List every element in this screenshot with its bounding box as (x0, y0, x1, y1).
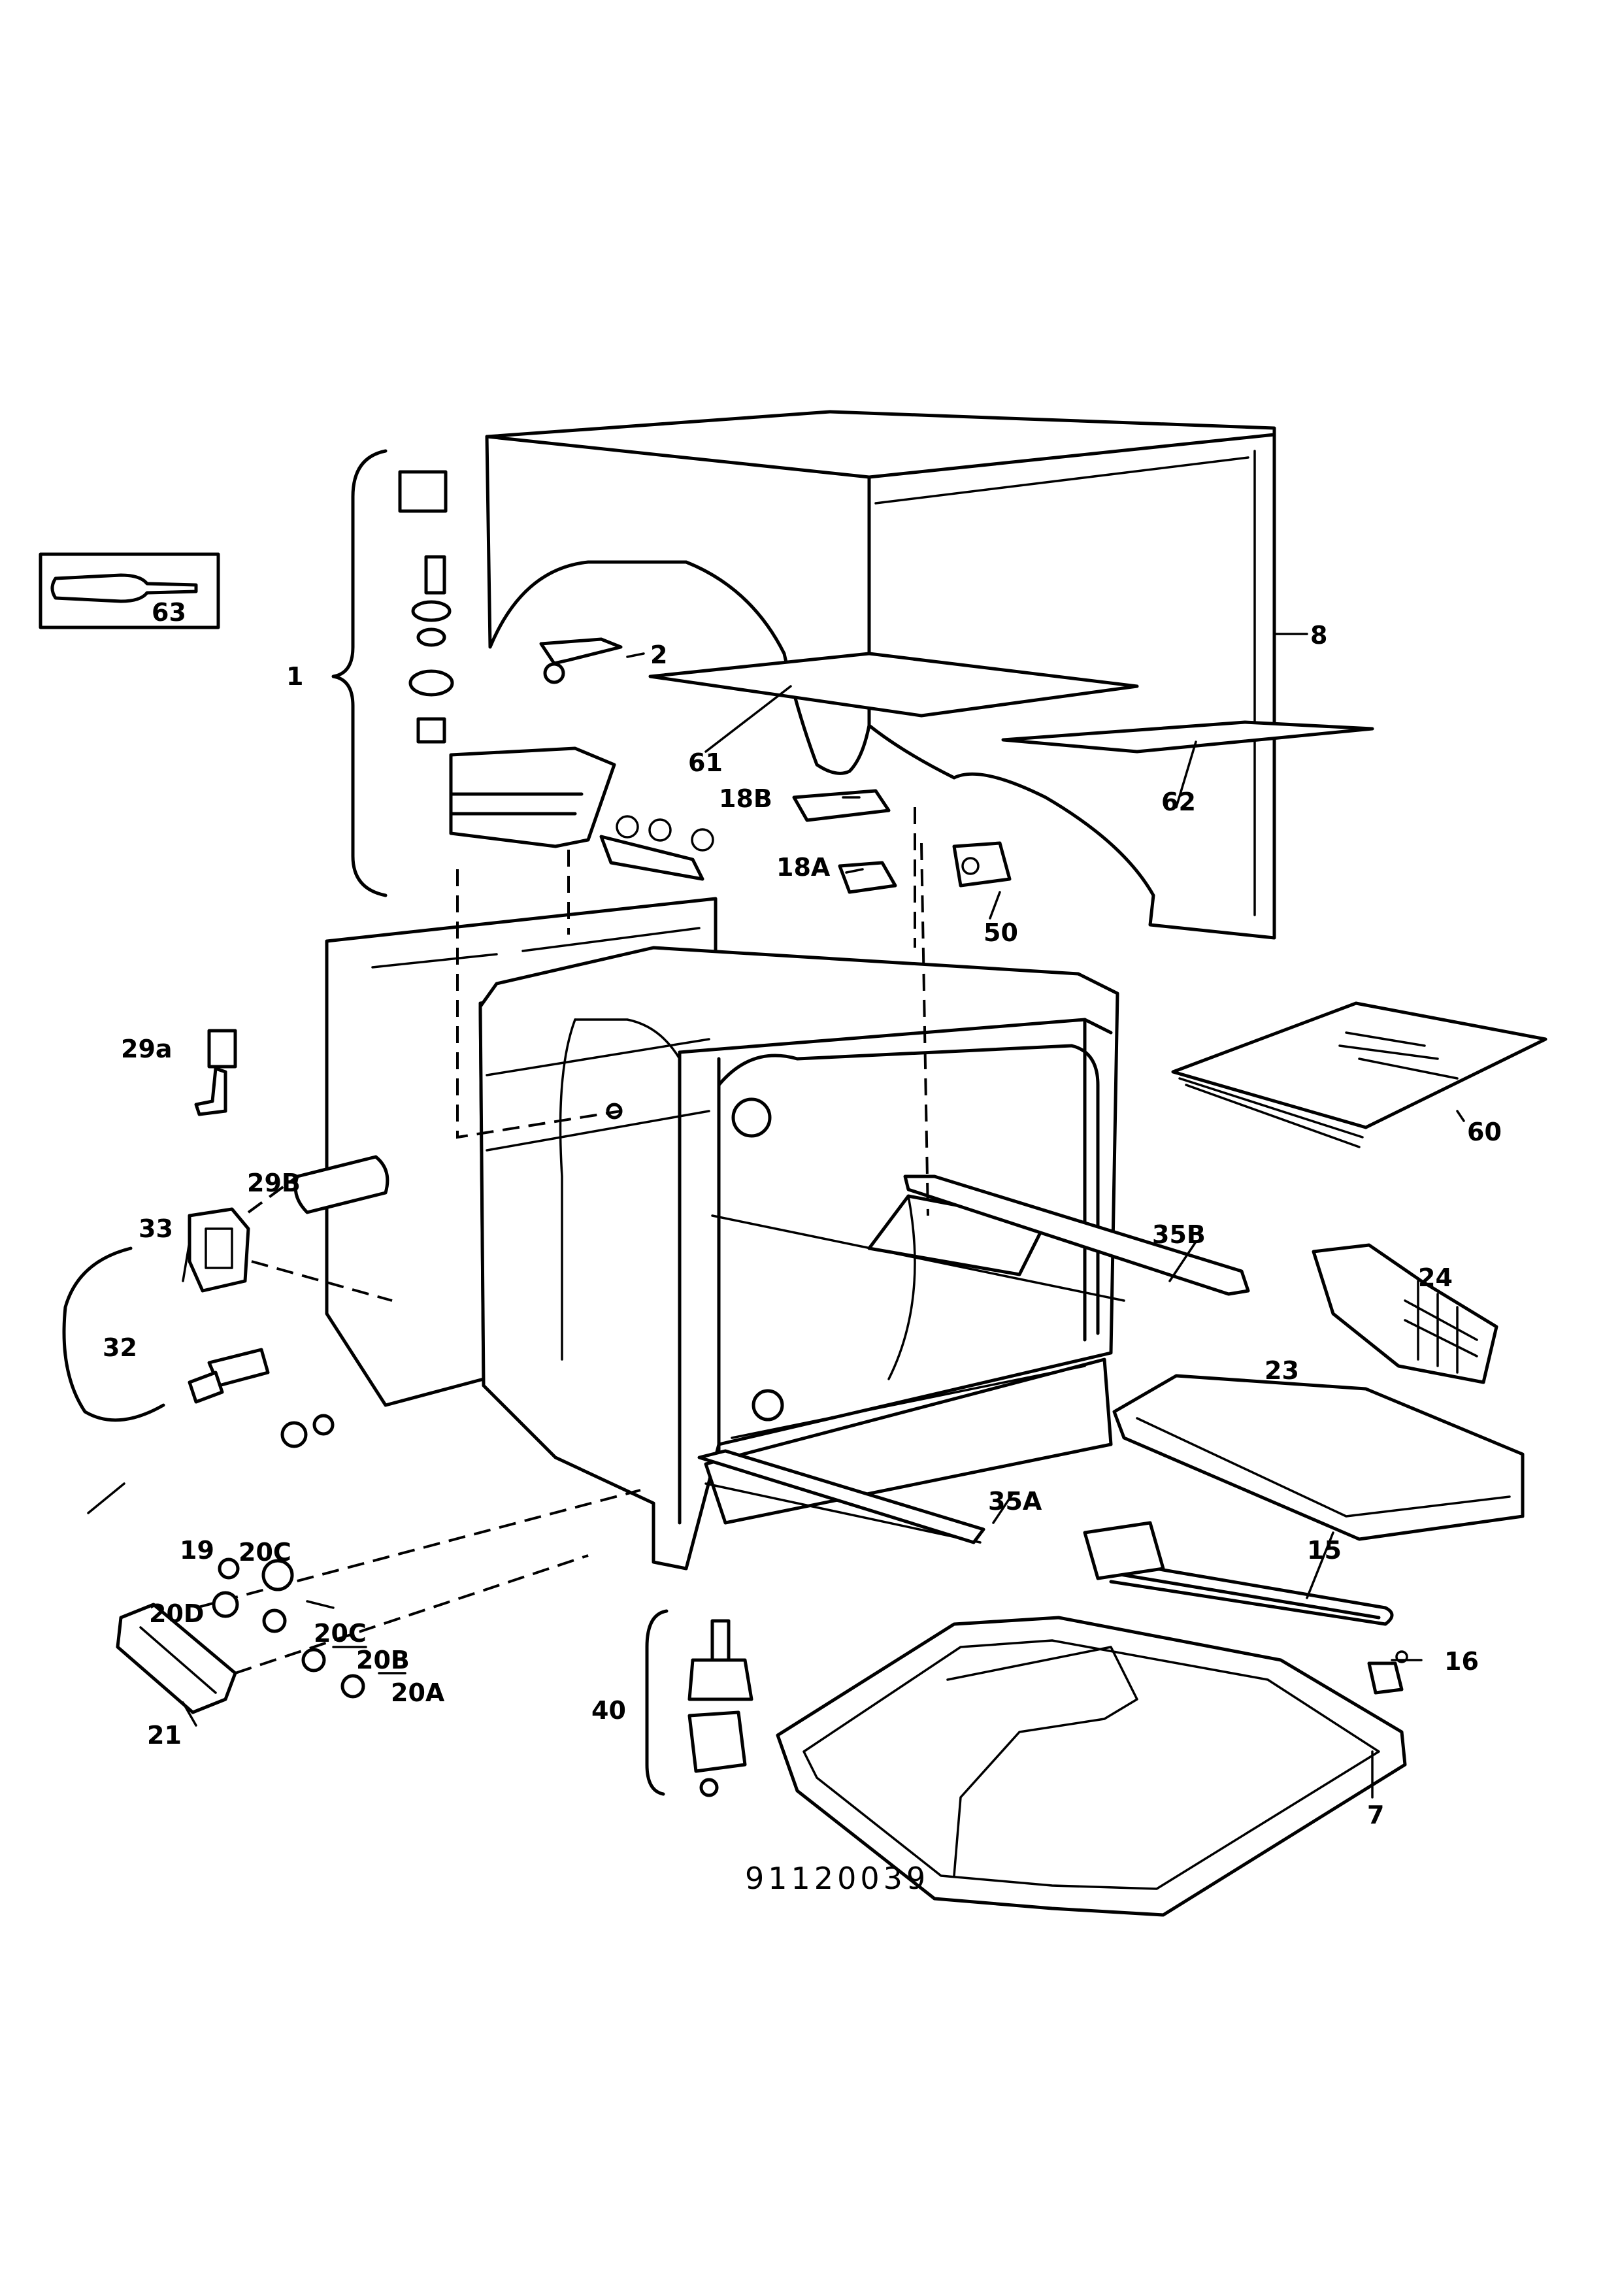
label-32: 32 (103, 1333, 137, 1362)
label-20B: 20B (356, 1646, 410, 1674)
label-20A: 20A (391, 1678, 445, 1707)
label-33: 33 (139, 1214, 173, 1243)
label-23: 23 (1265, 1356, 1299, 1385)
label-63: 63 (152, 598, 186, 627)
part-1-assembly (331, 449, 714, 897)
label-19: 19 (180, 1536, 214, 1565)
label-18B: 18B (719, 784, 772, 813)
label-29B: 29B (247, 1169, 301, 1197)
part-29a-component (194, 1029, 237, 1116)
leader-lines (87, 633, 1465, 1799)
label-1: 1 (286, 662, 303, 691)
part-62-panel (1001, 720, 1374, 754)
label-15: 15 (1307, 1536, 1342, 1565)
label-61: 61 (688, 748, 723, 777)
label-60: 60 (1467, 1118, 1502, 1146)
part-7-base-pan (776, 1616, 1407, 1917)
label-62: 62 (1161, 788, 1196, 816)
part-29B-capacitor (293, 1155, 389, 1214)
part-16-bracket (1367, 1650, 1408, 1695)
part-61-panel (648, 652, 1139, 718)
part-21-bracket (116, 1603, 237, 1714)
label-50: 50 (984, 918, 1018, 947)
part-18B-switch (792, 789, 891, 822)
part-18A-switch (838, 861, 897, 894)
label-20C-mid: 20C (314, 1619, 367, 1648)
label-24: 24 (1418, 1263, 1453, 1292)
label-8: 8 (1310, 621, 1327, 650)
label-16: 16 (1444, 1647, 1479, 1676)
part-35B-rail (903, 1174, 1250, 1296)
label-21: 21 (147, 1721, 182, 1750)
part-24-basket (1312, 1243, 1498, 1384)
cabinet-frame (325, 897, 1125, 1571)
label-18A: 18A (776, 853, 831, 882)
label-7: 7 (1367, 1801, 1384, 1829)
label-29a: 29a (121, 1035, 173, 1063)
part-40-pump (645, 1609, 753, 1797)
part-33-motor (188, 1207, 250, 1293)
part-23-tray (1112, 1374, 1525, 1541)
label-2: 2 (650, 641, 667, 669)
label-35B: 35B (1152, 1220, 1206, 1249)
label-35A: 35A (988, 1487, 1042, 1516)
part-35A-rail (697, 1449, 985, 1544)
drawing-number: 91120039 (745, 1861, 929, 1896)
label-40: 40 (591, 1696, 626, 1725)
label-20C-top: 20C (239, 1538, 291, 1567)
part-60-sheet (1171, 1001, 1547, 1148)
part-labels: 63 1 2 8 61 62 18B 18A 50 60 29a 29B 33 … (103, 598, 1502, 1896)
label-20D: 20D (149, 1599, 204, 1628)
dashed-connection-lines (195, 807, 929, 1674)
part-15-heating-element (1083, 1521, 1394, 1626)
part-63-tool-box (39, 552, 220, 629)
part-32-power-cord (62, 1246, 270, 1422)
part-19-20-fittings (212, 1414, 365, 1699)
part-50-switch (952, 841, 1012, 888)
